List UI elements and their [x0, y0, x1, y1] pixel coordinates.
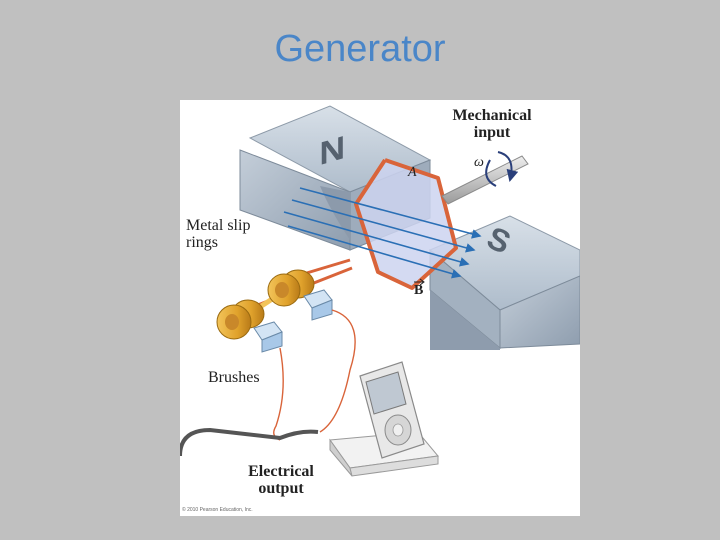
rotation-shaft [441, 151, 529, 205]
brushes-label: Brushes [208, 369, 260, 386]
generator-diagram: Mechanical input ω A B N S Metal slip ri… [180, 100, 580, 516]
media-player [359, 361, 425, 459]
area-label: A [408, 165, 417, 180]
mechanical-input-label: Mechanical input [452, 107, 532, 141]
field-label: B [414, 283, 424, 298]
slip-ring-front [216, 299, 265, 340]
slide-title: Generator [274, 28, 446, 70]
copyright-credit: © 2010 Pearson Education, Inc. [182, 507, 253, 513]
slip-rings [216, 269, 315, 340]
slip-rings-label: Metal slip rings [186, 217, 251, 251]
field-lines [283, 187, 482, 279]
coil-loop [354, 158, 458, 290]
brushes [253, 289, 333, 353]
output-wires [180, 309, 356, 457]
media-player-dock [329, 361, 439, 477]
south-magnet [429, 215, 580, 350]
generator-illustration [180, 105, 580, 477]
pole-north-label: N [319, 129, 346, 173]
omega-label: ω [474, 155, 484, 170]
slip-ring-back [267, 269, 315, 307]
vector-arrow-icon [414, 278, 425, 286]
electrical-output-label: Electrical output [248, 463, 314, 497]
